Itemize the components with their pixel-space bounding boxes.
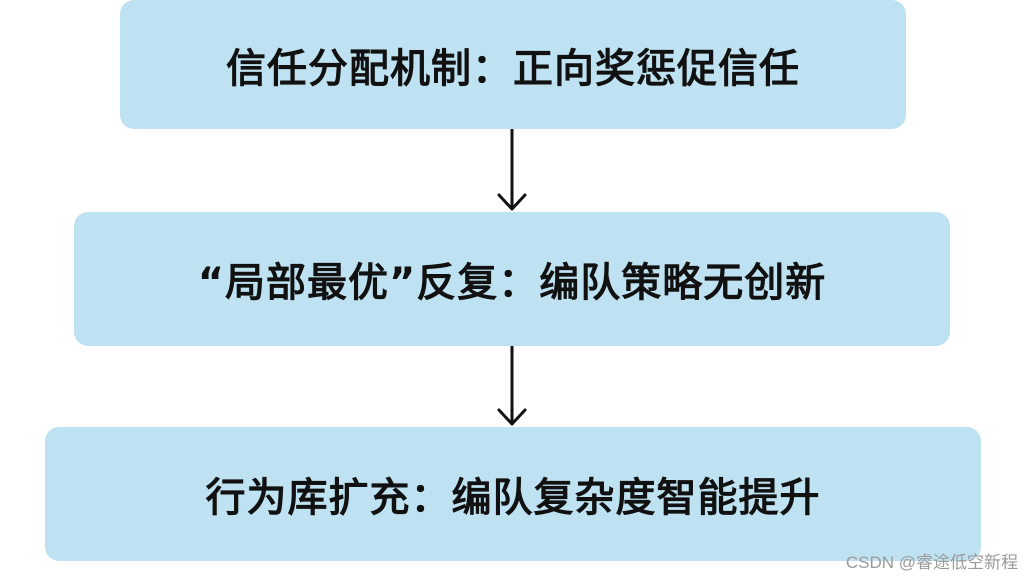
flow-step-label: 行为库扩充：编队复杂度智能提升 (205, 475, 821, 521)
watermark: CSDN @睿途低空新程 (845, 553, 1018, 572)
flow-step-label: 信任分配机制：正向奖惩促信任 (226, 45, 800, 92)
flow-step-label: “局部最优”反复：编队策略无创新 (197, 260, 827, 306)
flow-step-trust-allocation: 信任分配机制：正向奖惩促信任 (120, 0, 906, 129)
flow-step-local-optimum: “局部最优”反复：编队策略无创新 (74, 212, 950, 346)
down-arrow-icon (497, 129, 527, 211)
flow-step-behavior-library: 行为库扩充：编队复杂度智能提升 (45, 427, 981, 561)
down-arrow-icon (497, 346, 527, 426)
